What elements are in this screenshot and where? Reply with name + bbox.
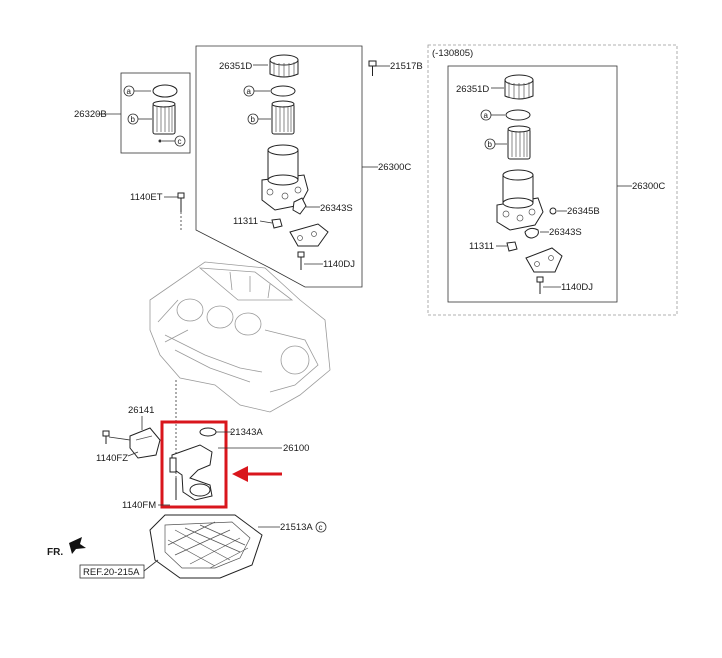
pin-11311 [271,218,283,229]
label-21517B: 21517B [390,61,423,72]
ref-box [79,564,145,579]
cover-plate [289,223,329,247]
bolt-1140DJ-inset [536,276,544,294]
label-26141: 26141 [128,405,154,416]
highlight-arrow [232,466,282,482]
oil-pickup-26100 [169,427,217,501]
svg-text:a: a [247,87,252,96]
plug-26345B [549,207,557,215]
svg-text:c: c [319,523,323,532]
filter-cap-inset [504,74,534,100]
label-26351D-inset: 26351D [456,84,489,95]
label-21513A: 21513A [280,522,313,533]
oil-pan [149,514,263,579]
label-26343S: 26343S [320,203,353,214]
highlight-box-26100 [160,420,228,509]
svg-text:b: b [488,140,493,149]
label-26300C: 26300C [378,162,411,173]
label-ref: REF.20-215A [83,567,140,578]
label-1140FZ: 1140FZ [96,453,128,464]
svg-text:c: c [178,137,182,146]
engine-block [149,261,331,413]
cover-plate-inset [525,247,563,273]
bolt-1140DJ [297,251,305,270]
gasket-26343S [292,197,307,215]
svg-text:b: b [131,115,136,124]
filter-housing-inset [496,169,544,231]
filter-cap [269,54,299,78]
label-26351D: 26351D [219,61,252,72]
filter-kit-box: 26320B a b c [74,72,191,154]
label-11311-inset: 11311 [469,241,494,252]
bolt-1140FZ [102,430,131,444]
bolt-21517B [368,60,377,76]
baffle-26141: 26141 [128,405,161,459]
label-1140DJ: 1140DJ [323,259,355,270]
label-26343S-inset: 26343S [549,227,582,238]
label-1140DJ-inset: 1140DJ [561,282,593,293]
label-26300C-inset: 26300C [632,181,665,192]
oil-filter-module-box: 26300C 26351D a b [195,45,423,288]
inset-header: (-130805) [432,48,473,59]
label-1140FM: 1140FM [122,500,156,511]
label-fr: FR. [47,547,63,558]
cap-o-ring [270,85,296,97]
svg-text:a: a [484,111,489,120]
label-26320B: 26320B [74,109,107,120]
filter-element-inset [507,125,531,160]
label-26100: 26100 [283,443,309,454]
o-ring [152,84,178,98]
gasket-21343A [199,427,217,437]
inset-early-production: (-130805) 26300C 26351D a b [427,44,678,316]
front-arrow-icon [69,537,86,554]
label-1140ET: 1140ET [130,192,163,203]
svg-text:b: b [251,115,256,124]
label-21343A: 21343A [230,427,263,438]
gasket-26343S-inset [524,227,539,239]
oil-filter-element [152,100,176,135]
filter-element [271,100,295,135]
label-26345B: 26345B [567,206,600,217]
bolt-1140ET [177,192,185,212]
label-11311: 11311 [233,216,258,227]
svg-text:a: a [127,87,132,96]
filter-housing [261,144,309,211]
